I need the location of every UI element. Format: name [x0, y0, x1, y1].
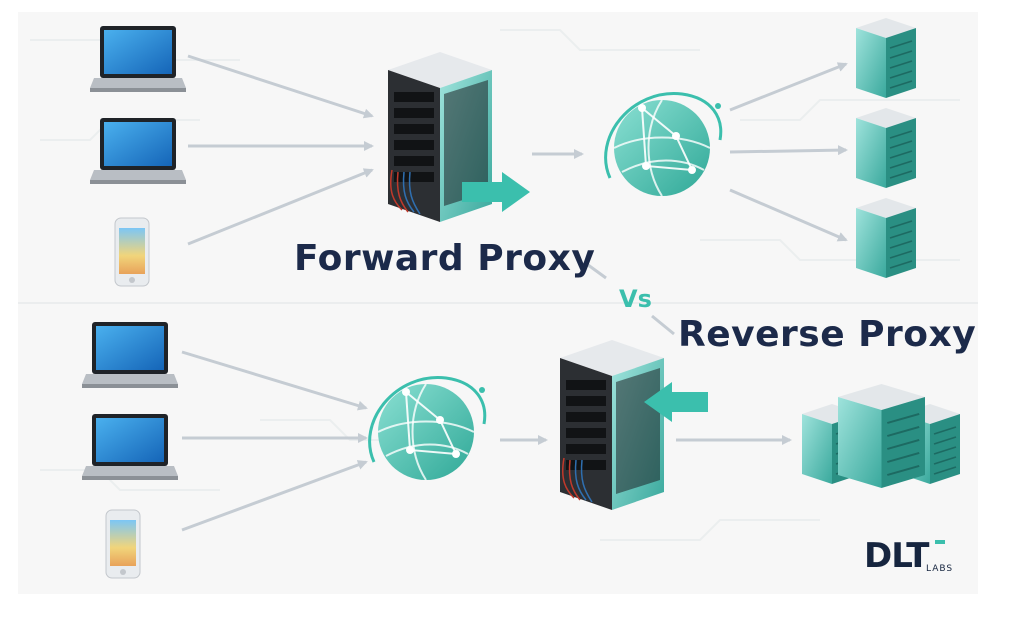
dlt-logo-sub: LABS	[926, 564, 954, 574]
arrow-connector	[181, 460, 368, 532]
arrow-connector	[729, 145, 848, 156]
vs-connector	[583, 260, 607, 280]
dlt-logo: DLT	[864, 536, 929, 576]
internet-globe-icon	[368, 376, 487, 482]
web-server-icon	[855, 17, 917, 99]
client-laptop-icon	[82, 414, 178, 480]
arrow-connector	[187, 168, 374, 246]
client-phone-icon	[105, 509, 141, 579]
arrow-connector	[187, 54, 374, 119]
backend-server-cluster-icon	[801, 382, 961, 490]
arrow-connector	[729, 62, 848, 112]
logo-accent	[935, 540, 945, 544]
client-laptop-icon	[90, 118, 186, 184]
arrow-connector	[181, 350, 368, 411]
arrow-connector	[729, 188, 848, 242]
inbound-arrow-icon	[644, 382, 708, 422]
internet-globe-icon	[604, 92, 723, 198]
reverse-proxy-server-icon	[559, 339, 665, 511]
client-laptop-icon	[82, 322, 178, 388]
client-laptop-icon	[90, 26, 186, 92]
outbound-arrow-icon	[462, 172, 530, 212]
web-server-icon	[855, 107, 917, 189]
reverse-proxy-title: Reverse Proxy	[678, 314, 977, 355]
forward-proxy-title: Forward Proxy	[294, 238, 596, 279]
client-phone-icon	[114, 217, 150, 287]
vs-connector	[651, 314, 675, 336]
web-server-icon	[855, 197, 917, 279]
vs-label: Vs	[619, 285, 652, 313]
